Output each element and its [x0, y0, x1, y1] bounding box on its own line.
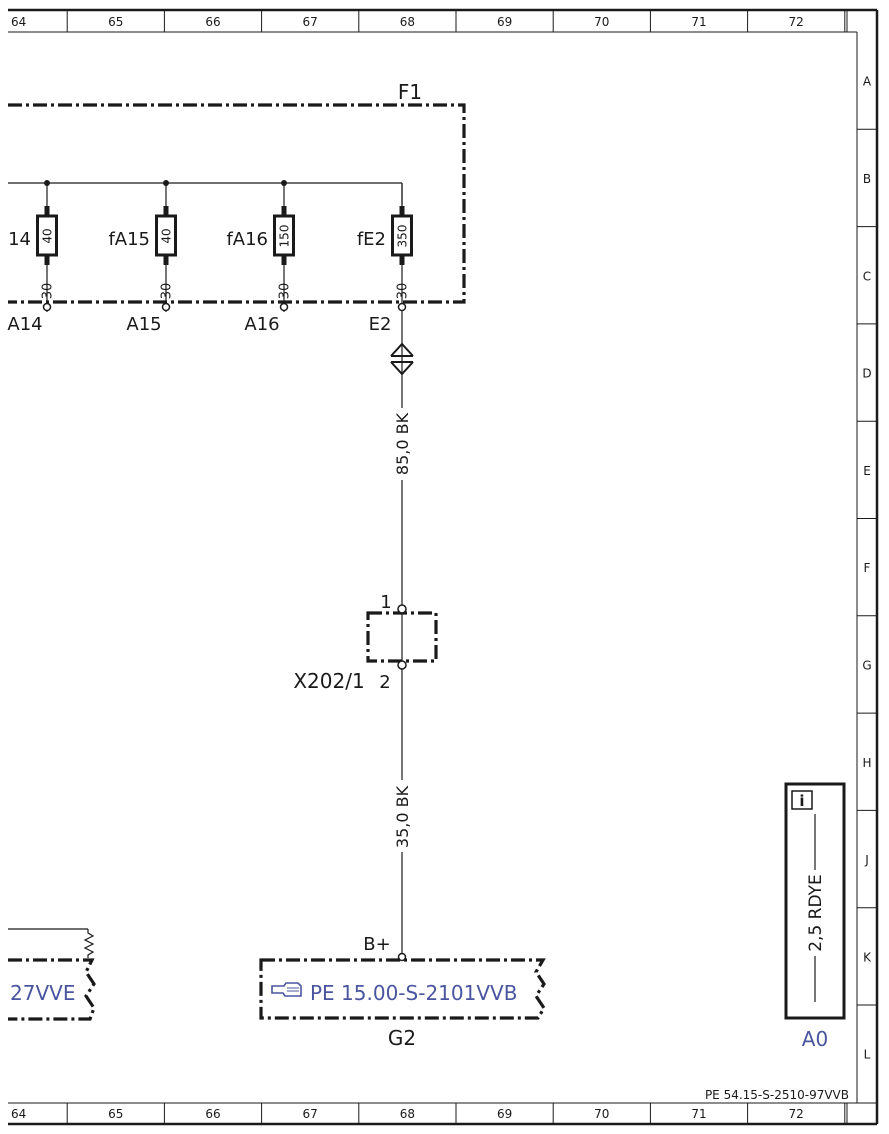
battery-terminal-point [397, 952, 407, 962]
upper-wire-label: 85,0 BK [393, 412, 412, 475]
column-label: 71 [691, 15, 706, 29]
document-code: PE 54.15-S-2510-97VVB [705, 1088, 849, 1102]
fuse-rating: 40 [41, 228, 55, 243]
upper-wire-label-bg [390, 408, 414, 480]
info-box-reference-label[interactable]: A0 [802, 1027, 828, 1051]
fuse-terminal-label: 30 [396, 283, 411, 300]
fuse-terminal-label: 30 [278, 283, 293, 300]
fuse-name: fA16 [226, 229, 268, 250]
fuse-box-label: F1 [398, 80, 422, 104]
column-label: 64 [11, 1107, 26, 1121]
column-label: 65 [108, 15, 123, 29]
connector-pin-bottom-label: 2 [379, 672, 390, 693]
row-label: C [863, 269, 871, 283]
row-label: F [864, 561, 871, 575]
resistor-icon [83, 929, 95, 958]
fuse-terminal-label: 30 [41, 283, 56, 300]
connector-label: X202/1 [293, 669, 364, 693]
lower-wire-label-bg [390, 780, 414, 852]
row-label: J [864, 853, 869, 867]
column-label: 69 [497, 15, 512, 29]
row-label: E [863, 464, 871, 478]
row-label: H [862, 756, 871, 770]
fuse-cap-bottom [399, 255, 405, 265]
fuse-name: fE2 [357, 229, 386, 250]
fuse-output-label: A14 [7, 314, 42, 335]
fuse-cap-top [281, 206, 287, 216]
column-label: 70 [594, 1107, 609, 1121]
fuse-terminal-point [279, 302, 289, 312]
fuse-terminal-point [397, 302, 407, 312]
fuse-name: fA15 [108, 229, 150, 250]
hand-pointer-icon [271, 982, 302, 997]
fuse-output-label: A16 [244, 314, 279, 335]
info-box-text: 2,5 RDYE [806, 874, 826, 952]
column-label: 69 [497, 1107, 512, 1121]
column-label: 68 [400, 15, 415, 29]
lower-wire-label: 35,0 BK [393, 785, 412, 848]
column-label: 64 [11, 15, 26, 29]
fuse-rating: 40 [160, 228, 174, 243]
row-label: A [863, 75, 872, 89]
column-label: 66 [205, 15, 220, 29]
battery-terminal-label: B+ [363, 934, 390, 955]
fuse-rating: 350 [396, 225, 410, 248]
fuse-cap-top [44, 206, 50, 216]
fuse-terminal-label: 30 [160, 283, 175, 300]
fuse-cap-top [163, 206, 169, 216]
connector-pin-top-label: 1 [380, 592, 391, 613]
fuse-box-outline [8, 103, 466, 304]
info-icon[interactable]: i [791, 790, 813, 810]
battery-label: G2 [388, 1026, 416, 1050]
fuse-cap-bottom [44, 255, 50, 265]
row-label: K [863, 950, 872, 964]
fuse-cap-bottom [163, 255, 169, 265]
column-label: 65 [108, 1107, 123, 1121]
battery-reference-link[interactable]: PE 15.00-S-2101VVB [310, 981, 517, 1005]
column-label: 67 [303, 15, 318, 29]
fuse-terminal-point [161, 302, 171, 312]
fuse-output-label: E2 [369, 314, 392, 335]
row-label: L [864, 1048, 871, 1062]
column-label: 70 [594, 15, 609, 29]
fuse-cap-bottom [281, 255, 287, 265]
info-box-outline [784, 782, 846, 1020]
row-label: D [862, 367, 871, 381]
column-label: 72 [789, 15, 804, 29]
column-label: 68 [400, 1107, 415, 1121]
connector-pin-bottom [397, 660, 407, 670]
left-component-reference-link[interactable]: 27VVE [10, 981, 75, 1005]
connector-pin-top [397, 604, 407, 614]
left-component-outline [8, 958, 96, 1021]
column-label: 67 [303, 1107, 318, 1121]
column-label: 72 [789, 1107, 804, 1121]
column-ruler-bottom: 64 65 66 67 68 69 70 71 72 [11, 1103, 846, 1124]
column-ruler-top: 64 65 66 67 68 69 70 71 72 [11, 10, 846, 32]
row-label: B [863, 172, 871, 186]
plug-connection-icon [390, 338, 414, 378]
fuse-name: 14 [8, 229, 31, 250]
column-label: 66 [205, 1107, 220, 1121]
fuse-output-label: A15 [126, 314, 161, 335]
fuse-rating: 150 [278, 225, 292, 248]
row-ruler-right: A B C D E F G H J K L [857, 75, 877, 1062]
column-label: 71 [691, 1107, 706, 1121]
battery-outline [259, 958, 546, 1020]
svg-text:i: i [799, 792, 804, 810]
fuse-terminal-point [42, 302, 52, 312]
row-label: G [862, 658, 871, 672]
fuse-cap-top [399, 206, 405, 216]
